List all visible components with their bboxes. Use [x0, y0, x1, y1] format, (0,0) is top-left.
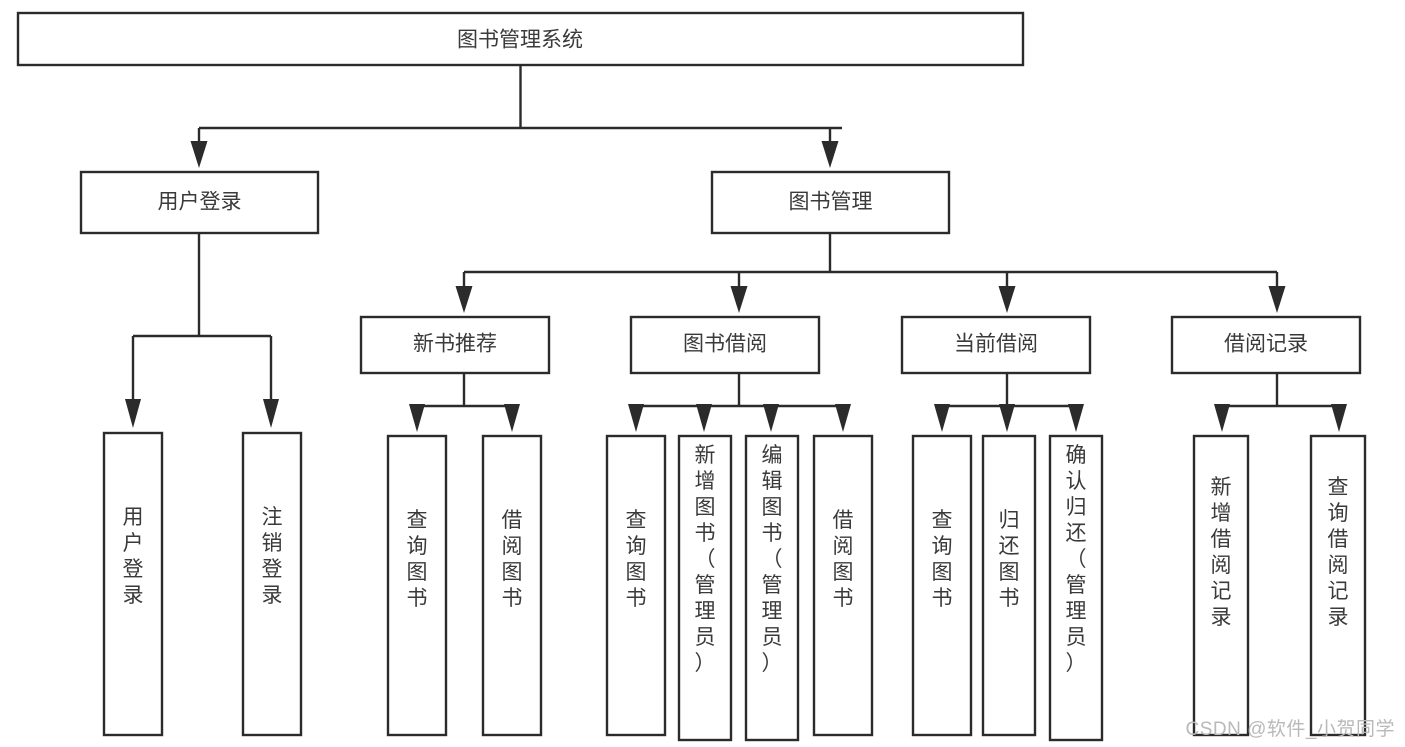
node-leaf-borrow-book-1[interactable]: 借阅图书 — [481, 434, 543, 737]
node-new-book-recommend-label: 新书推荐 — [413, 333, 497, 356]
node-leaf-borrow-book-2-label: 借阅图书 — [833, 509, 854, 610]
arrowhead-borrow-record — [1268, 286, 1286, 313]
arrowhead-leaf-user-login — [125, 399, 141, 428]
node-leaf-query-book-1-label: 查询图书 — [407, 509, 428, 610]
node-leaf-borrow-book-1-label: 借阅图书 — [502, 509, 523, 610]
node-borrow-record-label: 借阅记录 — [1224, 333, 1308, 356]
node-leaf-borrow-book-2[interactable]: 借阅图书 — [812, 434, 874, 737]
node-leaf-borrow-book-1-box[interactable] — [481, 434, 543, 737]
connector-group-user-login — [125, 233, 279, 428]
arrowhead-leaf-edit-book — [763, 404, 779, 432]
node-leaf-add-book-label: 新增图书（管理员） — [695, 444, 716, 675]
node-leaf-query-book-2[interactable]: 查询图书 — [605, 434, 667, 737]
node-current-borrow-box[interactable] — [900, 315, 1092, 375]
node-leaf-query-book-1[interactable]: 查询图书 — [386, 434, 448, 737]
node-leaf-return-book-label: 归还图书 — [999, 509, 1020, 610]
node-leaf-query-record-box[interactable] — [1309, 434, 1367, 737]
node-leaf-confirm-return[interactable]: 确认归还（管理员） — [1048, 434, 1104, 742]
node-book-manage-label: 图书管理 — [789, 191, 873, 214]
node-book-manage-box[interactable] — [710, 170, 951, 235]
arrowhead-leaf-add-book — [696, 404, 712, 432]
node-user-login-box[interactable] — [79, 170, 320, 235]
arrowhead-leaf-query-record — [1331, 404, 1347, 432]
connector-group-borrow-record — [1214, 373, 1347, 432]
node-new-book-recommend[interactable]: 新书推荐 — [359, 315, 551, 375]
node-leaf-query-book-3[interactable]: 查询图书 — [911, 434, 973, 737]
node-current-borrow[interactable]: 当前借阅 — [900, 315, 1092, 375]
connector-group-book-borrow — [628, 373, 851, 432]
node-leaf-return-book-box[interactable] — [981, 434, 1037, 737]
node-leaf-query-book-2-label: 查询图书 — [626, 509, 647, 610]
arrowhead-user-login — [190, 141, 208, 168]
arrowhead-leaf-query-book-3 — [934, 404, 950, 432]
node-leaf-add-book-box[interactable] — [677, 434, 733, 742]
connector-group-book-manage — [455, 233, 1286, 313]
node-leaf-query-book-3-box[interactable] — [911, 434, 973, 737]
csdn-watermark: CSDN @软件_小贺同学 — [1185, 719, 1395, 740]
arrowhead-leaf-borrow-book-1 — [504, 404, 520, 432]
node-leaf-user-login[interactable]: 用户登录 — [102, 431, 164, 737]
node-leaf-edit-book[interactable]: 编辑图书（管理员） — [744, 434, 800, 742]
arrowhead-leaf-borrow-book-2 — [835, 404, 851, 432]
arrowhead-book-manage — [821, 141, 839, 168]
node-user-login-label: 用户登录 — [158, 191, 242, 214]
node-leaf-query-record[interactable]: 查询借阅记录 — [1309, 434, 1367, 737]
arrowhead-leaf-confirm-return — [1068, 404, 1084, 432]
connector-group-current-borrow — [934, 373, 1084, 432]
node-leaf-borrow-book-2-box[interactable] — [812, 434, 874, 737]
arrowhead-new-book-recommend — [455, 286, 473, 313]
node-root-label: 图书管理系统 — [457, 29, 583, 52]
node-book-borrow[interactable]: 图书借阅 — [629, 315, 821, 375]
node-leaf-return-book[interactable]: 归还图书 — [981, 434, 1037, 737]
node-leaf-edit-book-box[interactable] — [744, 434, 800, 742]
node-borrow-record-box[interactable] — [1170, 315, 1362, 375]
arrowhead-current-borrow — [998, 286, 1016, 313]
node-book-borrow-box[interactable] — [629, 315, 821, 375]
node-leaf-confirm-return-label: 确认归还（管理员） — [1066, 444, 1087, 675]
node-leaf-user-login-label: 用户登录 — [123, 506, 144, 607]
connector-group-new-book-recommend — [409, 373, 520, 432]
node-leaf-query-record-label: 查询借阅记录 — [1328, 476, 1349, 629]
node-leaf-user-logout-box[interactable] — [241, 431, 303, 737]
node-book-manage[interactable]: 图书管理 — [710, 170, 951, 235]
node-current-borrow-label: 当前借阅 — [954, 333, 1038, 356]
node-leaf-user-login-box[interactable] — [102, 431, 164, 737]
arrowhead-leaf-query-book-2 — [628, 404, 644, 432]
node-new-book-recommend-box[interactable] — [359, 315, 551, 375]
arrowhead-leaf-add-record — [1214, 404, 1230, 432]
node-root-box[interactable] — [16, 11, 1025, 67]
connector-group-root — [190, 65, 842, 168]
node-leaf-add-record-label: 新增借阅记录 — [1211, 476, 1232, 629]
node-leaf-confirm-return-box[interactable] — [1048, 434, 1104, 742]
arrowhead-leaf-user-logout — [263, 399, 279, 428]
node-user-login[interactable]: 用户登录 — [79, 170, 320, 235]
node-leaf-add-record-box[interactable] — [1192, 434, 1250, 737]
node-root[interactable]: 图书管理系统 — [16, 11, 1025, 67]
node-book-borrow-label: 图书借阅 — [683, 333, 767, 356]
node-leaf-user-logout[interactable]: 注销登录 — [241, 431, 303, 737]
node-leaf-query-book-3-label: 查询图书 — [932, 509, 953, 610]
node-leaf-edit-book-label: 编辑图书（管理员） — [762, 444, 783, 675]
node-leaf-user-logout-label: 注销登录 — [262, 506, 283, 607]
node-leaf-query-book-2-box[interactable] — [605, 434, 667, 737]
arrowhead-book-borrow — [730, 286, 748, 313]
arrowhead-leaf-return-book — [999, 404, 1015, 432]
node-borrow-record[interactable]: 借阅记录 — [1170, 315, 1362, 375]
arrowhead-leaf-query-book-1 — [409, 404, 425, 432]
node-leaf-query-book-1-box[interactable] — [386, 434, 448, 737]
node-leaf-add-record[interactable]: 新增借阅记录 — [1192, 434, 1250, 737]
node-leaf-add-book[interactable]: 新增图书（管理员） — [677, 434, 733, 742]
